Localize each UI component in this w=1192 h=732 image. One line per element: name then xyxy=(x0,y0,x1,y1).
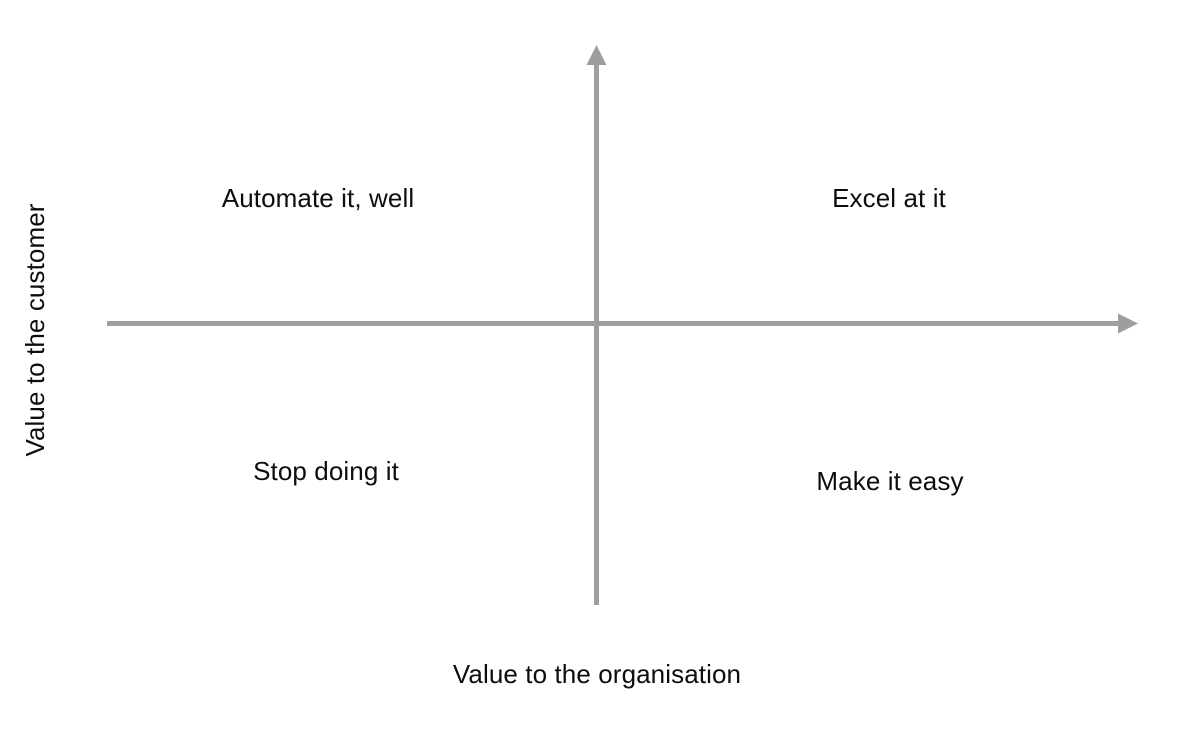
quadrant-label-bottom-right: Make it easy xyxy=(816,466,964,496)
quadrant-label-top-right: Excel at it xyxy=(832,183,946,213)
y-axis-title: Value to the customer xyxy=(20,203,50,457)
x-axis-arrowhead-icon xyxy=(1118,313,1138,334)
quadrant-label-bottom-left: Stop doing it xyxy=(253,456,399,486)
x-axis-title: Value to the organisation xyxy=(452,659,742,689)
y-axis-arrowhead-icon xyxy=(586,45,607,65)
quadrant-label-top-left: Automate it, well xyxy=(221,183,415,213)
